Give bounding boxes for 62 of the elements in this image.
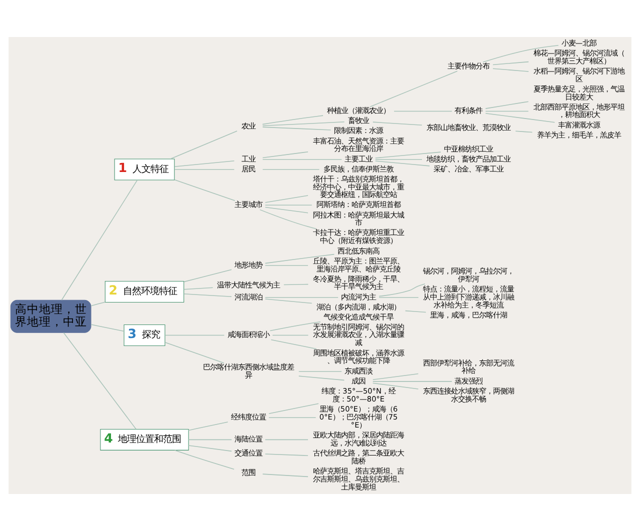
connector	[270, 322, 321, 332]
connector	[262, 151, 308, 158]
connector	[370, 70, 458, 108]
connector	[485, 101, 529, 109]
connector	[372, 382, 419, 390]
connector	[90, 302, 106, 306]
connector	[262, 474, 308, 478]
connector	[262, 121, 345, 126]
connector	[262, 169, 320, 170]
connector	[61, 180, 138, 300]
connector	[284, 284, 309, 286]
connector	[485, 110, 529, 112]
connector	[492, 68, 529, 72]
connector	[378, 297, 419, 298]
connector	[170, 130, 238, 160]
connector	[372, 373, 419, 380]
connector	[375, 160, 430, 166]
connector	[372, 122, 422, 126]
connector	[298, 371, 342, 372]
connector	[372, 381, 452, 382]
connector	[184, 269, 232, 282]
connector	[264, 206, 308, 214]
connector	[482, 45, 559, 62]
connector	[262, 126, 332, 130]
connector	[188, 422, 228, 431]
connector	[378, 283, 426, 297]
connector	[174, 169, 235, 170]
connector	[394, 110, 452, 112]
connector	[174, 450, 234, 470]
connector	[264, 265, 308, 266]
connector	[262, 115, 324, 125]
connector	[375, 159, 422, 160]
node-box: 高中地理，世界地理，中亚	[10, 300, 92, 333]
connector	[164, 334, 225, 336]
connector	[262, 159, 342, 160]
connector	[270, 339, 317, 350]
connector	[264, 254, 335, 264]
connector	[264, 298, 312, 304]
connector	[272, 334, 309, 336]
connector	[264, 297, 338, 298]
connector	[90, 324, 124, 332]
connector	[63, 332, 136, 430]
connector	[184, 287, 214, 290]
connector	[515, 130, 533, 133]
connector	[268, 417, 316, 418]
connector	[298, 376, 345, 381]
connector	[375, 152, 442, 158]
connector	[174, 179, 236, 202]
connector	[164, 342, 224, 364]
connector	[264, 454, 308, 456]
connector	[268, 403, 319, 414]
connector	[264, 204, 312, 206]
connector	[188, 439, 232, 440]
connector	[188, 445, 232, 452]
connector	[184, 294, 232, 297]
connector	[264, 195, 308, 203]
connector	[174, 160, 235, 168]
connector	[492, 61, 529, 66]
connector	[485, 112, 556, 123]
connector	[264, 439, 308, 440]
connector	[404, 310, 426, 313]
connector	[260, 209, 316, 230]
